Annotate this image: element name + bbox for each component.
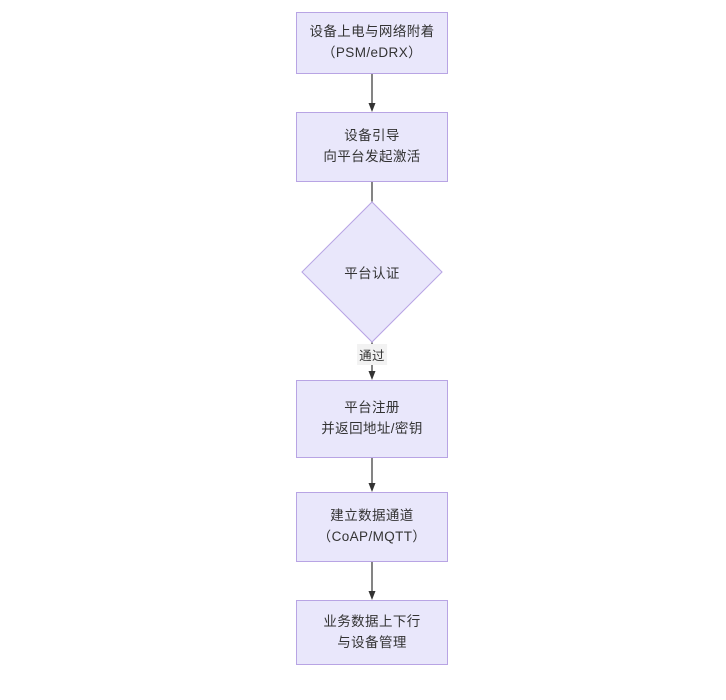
process-node-label-line: 平台注册: [344, 400, 400, 416]
arrow-head-icon: [368, 483, 376, 492]
process-node-n6[interactable]: 业务数据上下行与设备管理: [296, 600, 448, 665]
decision-node-n3[interactable]: 平台认证: [301, 201, 443, 343]
process-node-label-line: 业务数据上下行: [323, 613, 421, 629]
process-node-label-line: 建立数据通道: [330, 508, 414, 524]
process-node-label-line: 设备上电与网络附着: [309, 24, 435, 40]
process-node-label-line: 向平台发起激活: [323, 149, 421, 164]
process-node-label-line: 并返回地址/密钥: [321, 421, 423, 436]
process-node-n2[interactable]: 设备引导向平台发起激活: [296, 112, 448, 182]
process-node-label-line: （CoAP/MQTT）: [317, 529, 427, 544]
arrow-head-icon: [368, 591, 376, 600]
flow-arrow-e5: [368, 562, 376, 600]
process-node-label-line: 与设备管理: [337, 634, 407, 650]
process-node-label-line: 设备引导: [344, 128, 400, 144]
process-node-n1[interactable]: 设备上电与网络附着 （PSM/eDRX）: [296, 12, 448, 74]
process-node-n5[interactable]: 建立数据通道 （CoAP/MQTT）: [296, 492, 448, 562]
process-node-label-line: （PSM/eDRX）: [321, 45, 423, 60]
flow-arrow-e4: [368, 458, 376, 492]
edge-label-e3: 通过: [357, 344, 387, 365]
arrow-head-icon: [368, 103, 376, 112]
flow-arrow-e1: [368, 74, 376, 112]
decision-node-label: 平台认证: [344, 266, 400, 281]
arrow-head-icon: [368, 371, 376, 380]
process-node-n4[interactable]: 平台注册并返回地址/密钥: [296, 380, 448, 458]
